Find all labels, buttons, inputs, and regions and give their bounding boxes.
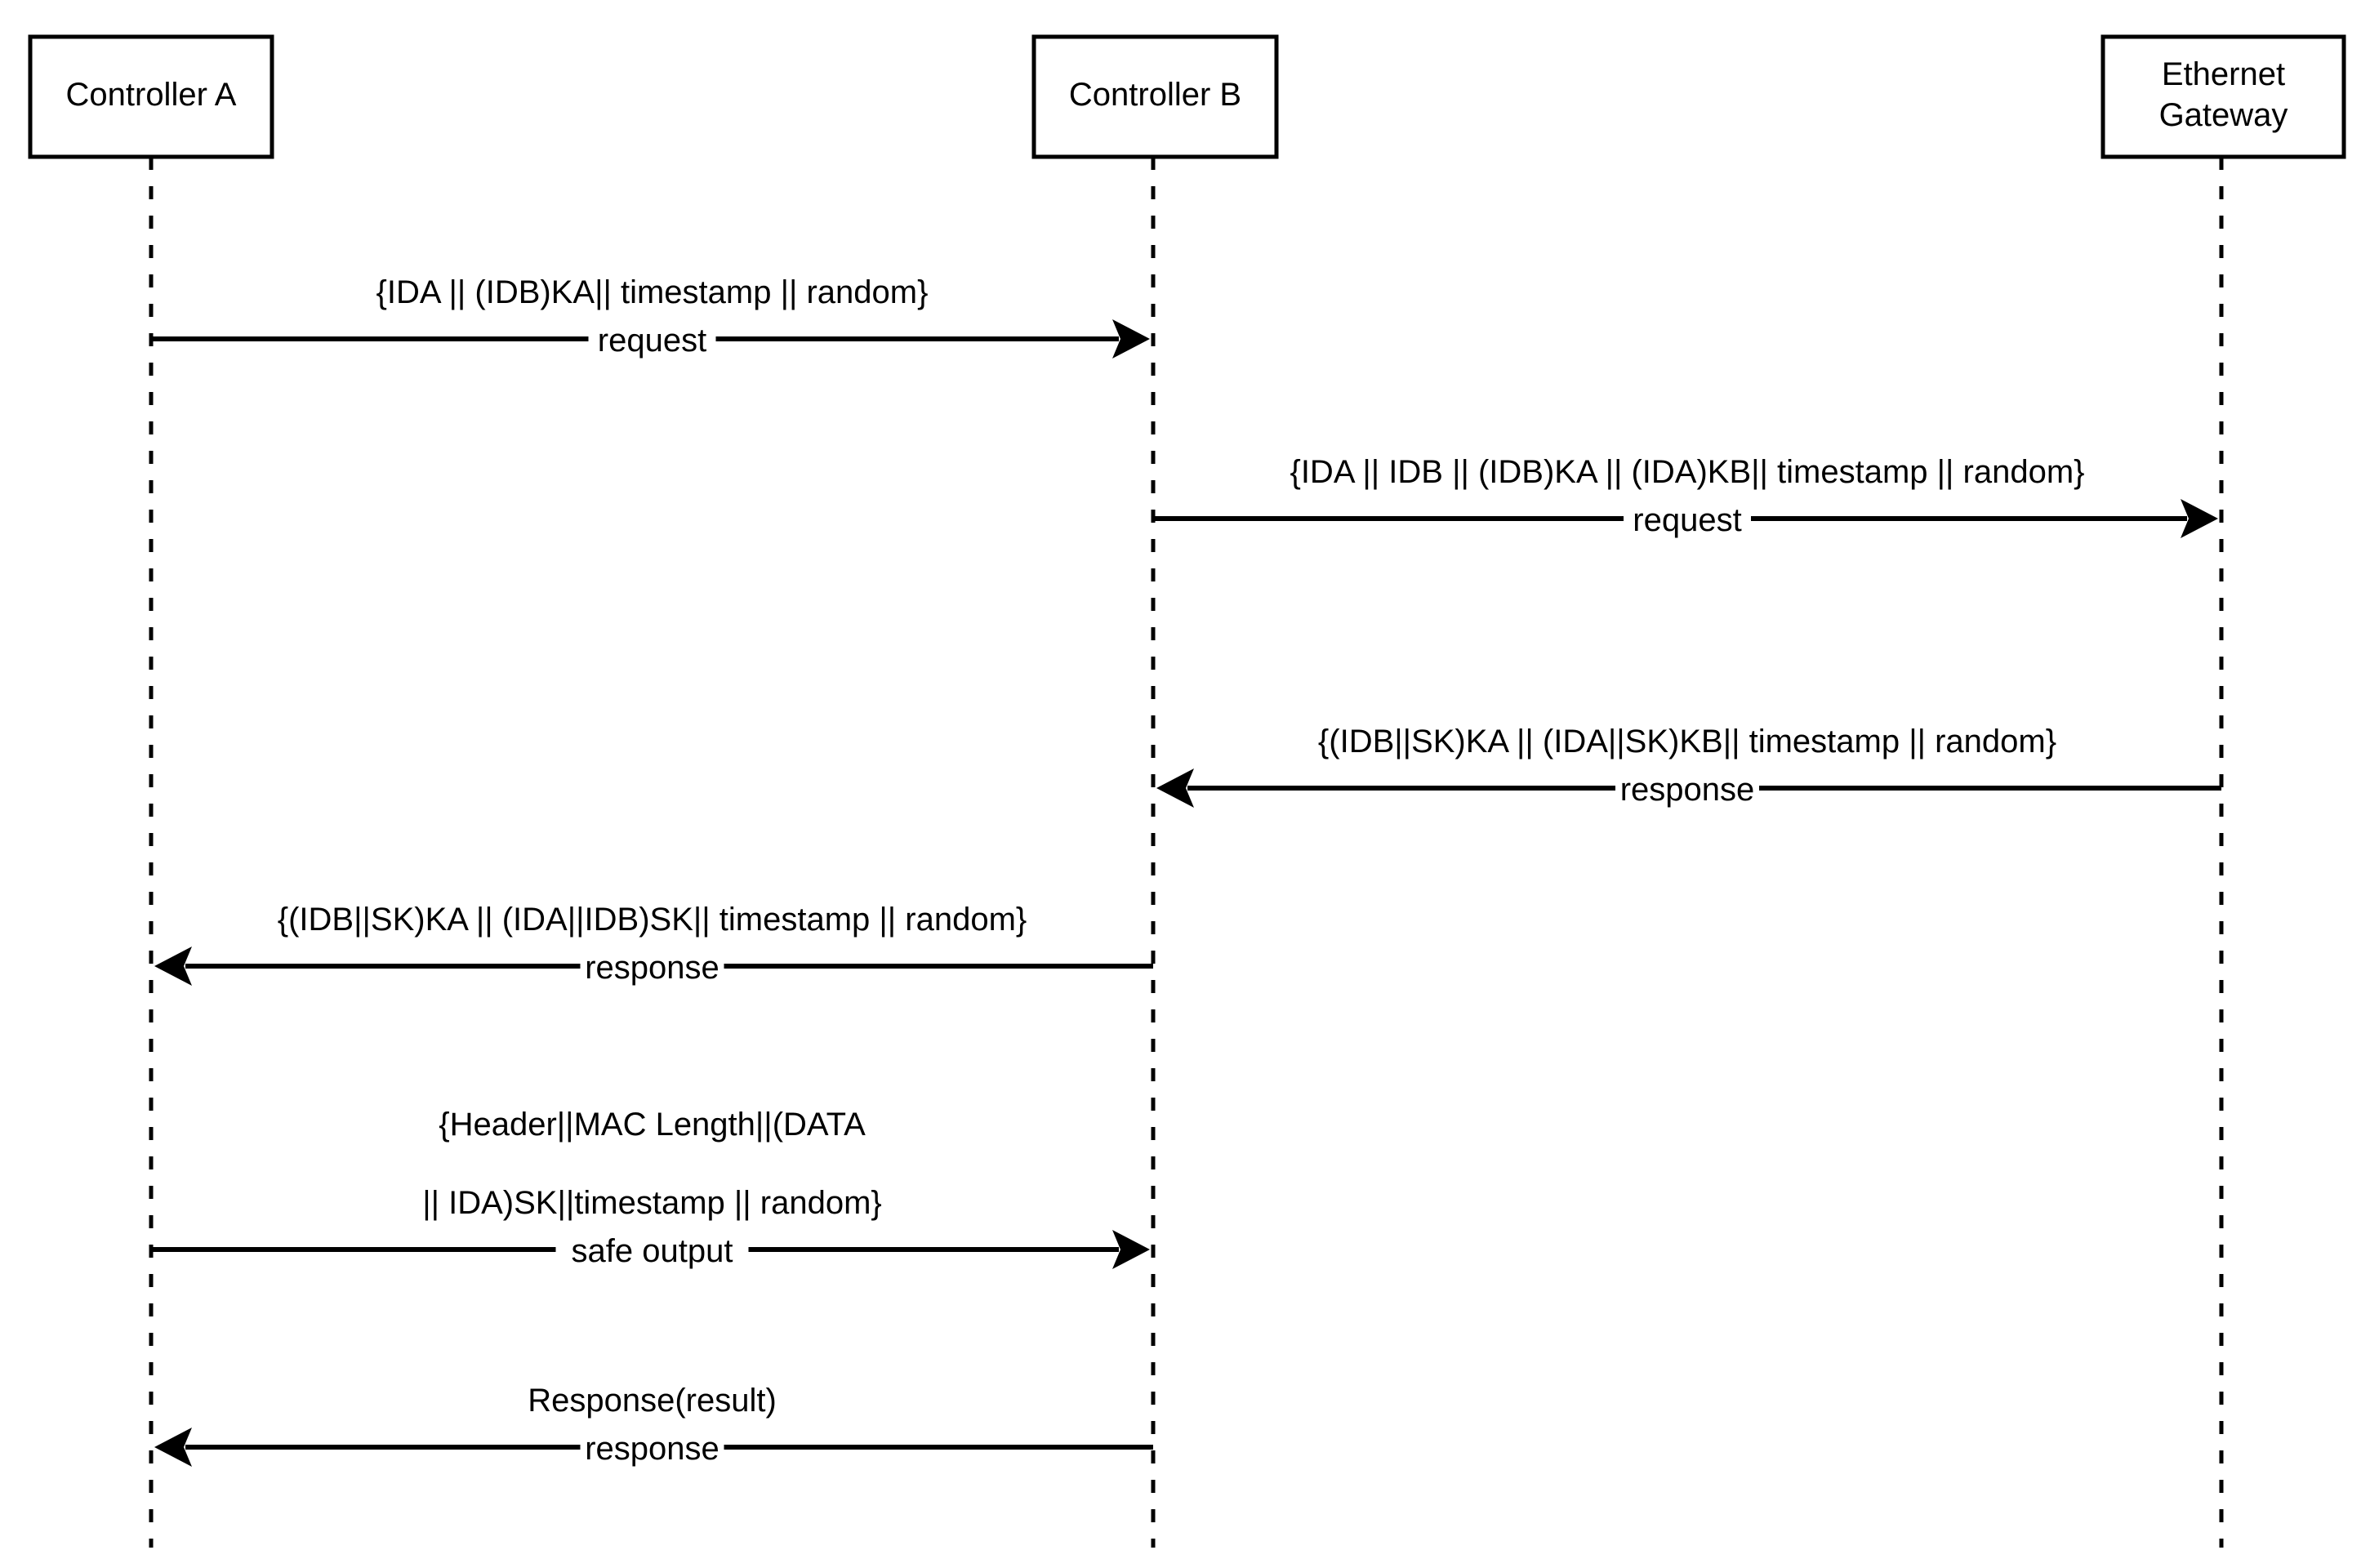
participant-label-controller-b: Controller B — [1069, 77, 1241, 113]
message-kind-backdrop-6 — [580, 1441, 724, 1481]
participant-controller-a[interactable]: Controller A — [28, 34, 274, 159]
message-kind-backdrop-2 — [1624, 512, 1751, 553]
message-payload-1: {IDA || (IDB)KA|| timestamp || random} — [376, 274, 929, 310]
message-5[interactable]: {Header||MAC Length||(DATA || IDA)SK||tim… — [151, 1107, 1150, 1284]
message-kind-6: response — [585, 1431, 719, 1467]
message-payload-3: {(IDB||SK)KA || (IDA||SK)KB|| timestamp … — [1318, 724, 2056, 760]
participant-box-controller-b[interactable] — [1031, 34, 1279, 159]
message-kind-3: response — [1620, 772, 1755, 808]
message-kind-backdrop-5 — [555, 1243, 749, 1284]
message-kind-5: safe output — [572, 1233, 733, 1269]
lifelines-layer — [149, 157, 2224, 1548]
message-3[interactable]: {(IDB||SK)KA || (IDA||SK)KB|| timestamp … — [1156, 724, 2221, 822]
message-arrowhead-5 — [1112, 1230, 1150, 1269]
message-payload-5: || IDA)SK||timestamp || random} — [422, 1185, 882, 1221]
participant-box-controller-a[interactable] — [28, 34, 274, 159]
message-4[interactable]: {(IDB||SK)KA || (IDA||IDB)SK|| timestamp… — [154, 902, 1153, 1000]
participant-box-ethernet-gateway[interactable] — [2100, 34, 2346, 159]
message-6[interactable]: Response(result) response — [154, 1383, 1153, 1481]
message-arrowhead-1 — [1112, 319, 1150, 359]
message-kind-backdrop-3 — [1615, 782, 1759, 822]
message-2[interactable]: {IDA || IDB || (IDB)KA || (IDA)KB|| time… — [1153, 454, 2218, 553]
message-kind-4: response — [585, 950, 719, 986]
message-arrowhead-2 — [2181, 499, 2218, 538]
message-payload-4: {(IDB||SK)KA || (IDA||IDB)SK|| timestamp… — [278, 902, 1027, 938]
message-kind-backdrop-4 — [580, 960, 724, 1000]
message-kind-backdrop-1 — [588, 332, 716, 373]
message-arrowhead-4 — [154, 947, 192, 986]
message-payload-2: {IDA || IDB || (IDB)KA || (IDA)KB|| time… — [1290, 454, 2084, 490]
message-kind-2: request — [1633, 502, 1741, 538]
participant-controller-b[interactable]: Controller B — [1031, 34, 1279, 159]
participant-label-controller-a: Controller A — [66, 77, 237, 113]
message-kind-1: request — [598, 323, 706, 359]
message-payload-6: Response(result) — [528, 1383, 777, 1419]
participant-label-ethernet-gateway: Gateway — [2159, 97, 2288, 133]
message-payload-5: {Header||MAC Length||(DATA — [439, 1107, 866, 1143]
participant-label-ethernet-gateway: Ethernet — [2162, 56, 2285, 92]
message-1[interactable]: {IDA || (IDB)KA|| timestamp || random} re… — [151, 274, 1150, 373]
message-arrowhead-3 — [1156, 768, 1194, 808]
messages-layer: {IDA || (IDB)KA|| timestamp || random} re… — [151, 274, 2221, 1481]
message-arrowhead-6 — [154, 1428, 192, 1467]
